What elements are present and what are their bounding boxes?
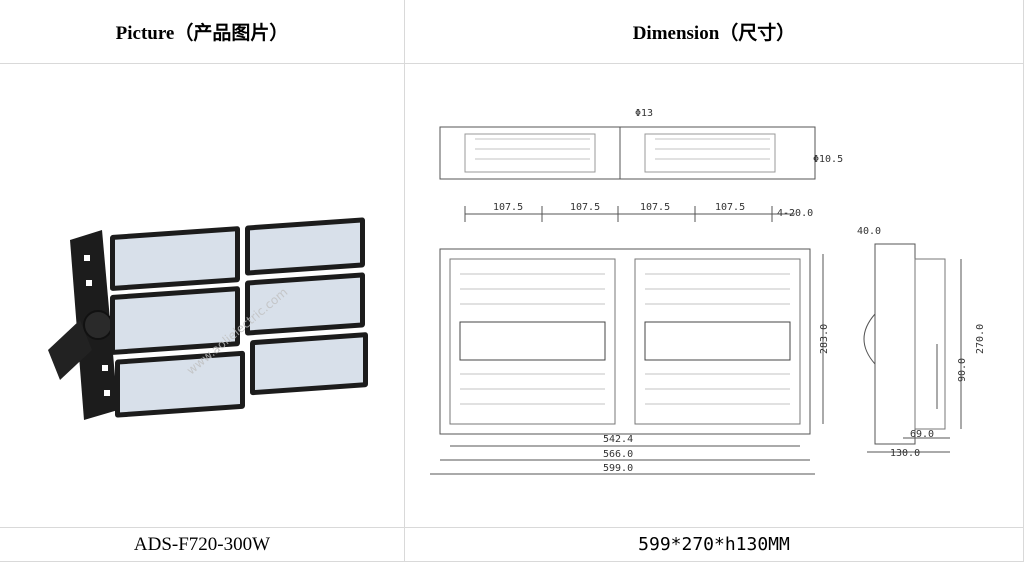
dim-69: 69.0 — [910, 429, 934, 440]
dim-90: 90.0 — [957, 358, 968, 382]
header-picture: Picture（产品图片） — [0, 0, 405, 64]
size-value: 599*270*h130MM — [405, 528, 1024, 562]
dim-107-2: 107.5 — [570, 202, 600, 213]
dim-566: 566.0 — [603, 449, 633, 460]
dim-40: 40.0 — [857, 226, 881, 237]
dim-107-4: 107.5 — [715, 202, 745, 213]
dim-130: 130.0 — [890, 448, 920, 459]
dim-107-1: 107.5 — [493, 202, 523, 213]
dim-599: 599.0 — [603, 463, 633, 474]
product-photo: www.aolielectric.com — [48, 217, 368, 420]
dim-542: 542.4 — [603, 434, 633, 445]
label-phi13: Φ13 — [635, 108, 653, 119]
dim-270: 270.0 — [975, 324, 986, 354]
label-phi105: Φ10.5 — [813, 154, 843, 165]
dim-holes: 4-20.0 — [777, 208, 813, 219]
header-dimension: Dimension（尺寸） — [405, 0, 1024, 64]
dim-107-3: 107.5 — [640, 202, 670, 213]
dim-283: 283.0 — [819, 324, 830, 354]
model-name: ADS-F720-300W — [0, 528, 405, 562]
dimension-drawing: Φ13 Φ10.5 107.5 107.5 107.5 107.5 4-20.0… — [430, 108, 986, 475]
picture-cell — [0, 64, 405, 528]
